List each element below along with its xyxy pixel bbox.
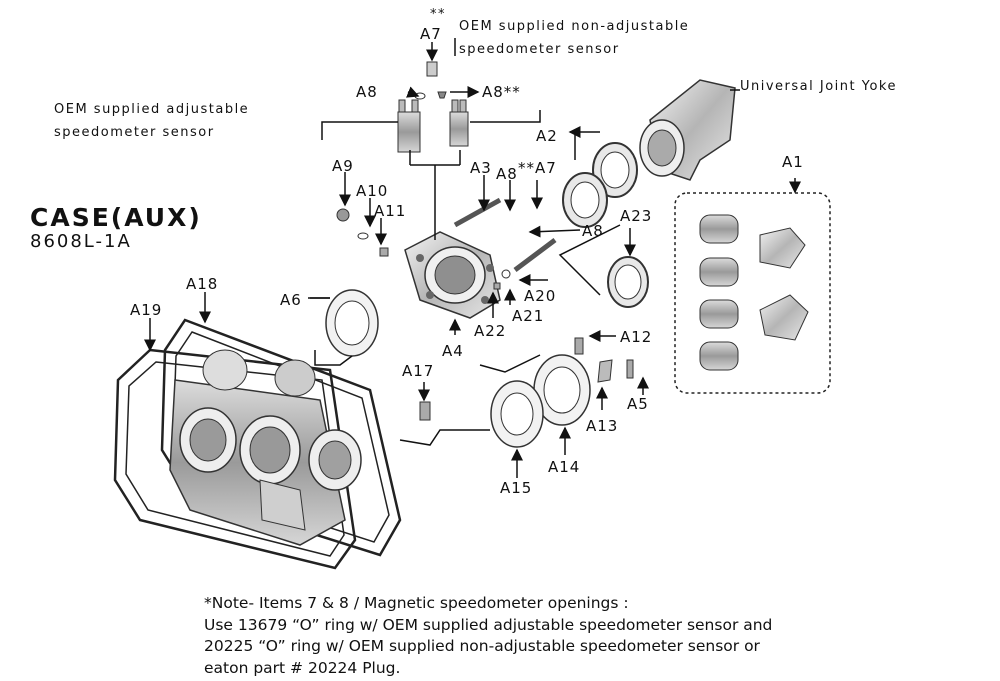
part-label-a9: A9 bbox=[332, 157, 354, 175]
footnote-line-4: eaton part # 20224 Plug. bbox=[204, 658, 401, 677]
footnote-line-3: 20225 “O” ring w/ OEM supplied non-adjus… bbox=[204, 637, 760, 655]
part-label-a10: A10 bbox=[356, 182, 389, 200]
part-label-a14: A14 bbox=[548, 458, 581, 476]
part-label-a18: A18 bbox=[186, 275, 219, 293]
small-hardware bbox=[336, 197, 557, 290]
part-label-a20: A20 bbox=[524, 287, 557, 305]
plates-a13-a15 bbox=[419, 337, 634, 448]
kit-box-a1 bbox=[674, 192, 831, 394]
leader-lines bbox=[144, 38, 801, 478]
oem-adjustable-label-line1: OEM supplied adjustable bbox=[54, 102, 250, 117]
diagram-subtitle: 8608L-1A bbox=[30, 231, 132, 252]
part-label-a22: A22 bbox=[474, 322, 507, 340]
oem-adjustable-label-line2: speedometer sensor bbox=[54, 125, 215, 140]
part-label-a17: A17 bbox=[402, 362, 435, 380]
part-label-a8-mid: A8 bbox=[496, 165, 518, 183]
diagram-title: CASE(AUX) bbox=[30, 203, 202, 232]
footnote-line-2: Use 13679 “O” ring w/ OEM supplied adjus… bbox=[204, 615, 773, 634]
sensor-parts-top bbox=[397, 61, 469, 153]
part-label-a3: A3 bbox=[470, 159, 492, 177]
seal-a2 bbox=[562, 142, 638, 228]
aux-case-housing bbox=[169, 349, 362, 546]
part-label-a7-top: A7 bbox=[420, 25, 442, 43]
cover-plate-a6 bbox=[325, 289, 379, 357]
oem-non-adjustable-label-line2: speedometer sensor bbox=[459, 42, 620, 57]
part-label-a8-left: A8 bbox=[356, 83, 378, 101]
part-label-a8-right: A8** bbox=[482, 83, 521, 101]
part-label-a15: A15 bbox=[500, 479, 533, 497]
footnote-line-1: *Note- Items 7 & 8 / Magnetic speedomete… bbox=[204, 594, 629, 612]
universal-joint-yoke bbox=[639, 79, 736, 181]
part-label-a11: A11 bbox=[374, 202, 407, 220]
part-label-a8-low: A8 bbox=[582, 222, 604, 240]
seal-a23 bbox=[607, 256, 649, 308]
part-label-a5: A5 bbox=[627, 395, 649, 413]
part-label-a21: A21 bbox=[512, 307, 545, 325]
part-label-a19: A19 bbox=[130, 301, 163, 319]
part-label-a13: A13 bbox=[586, 417, 619, 435]
part-label-a12: A12 bbox=[620, 328, 653, 346]
double-star-mark: ** bbox=[430, 7, 446, 22]
part-label-a2: A2 bbox=[536, 127, 558, 145]
oem-non-adjustable-label-line1: OEM supplied non-adjustable bbox=[459, 19, 690, 34]
part-label-a7-mid: **A7 bbox=[518, 159, 557, 177]
part-label-a4: A4 bbox=[442, 342, 464, 360]
part-label-a6: A6 bbox=[280, 291, 302, 309]
part-label-a1: A1 bbox=[782, 153, 804, 171]
housing-a4 bbox=[404, 231, 501, 319]
footnote: *Note- Items 7 & 8 / Magnetic speedomete… bbox=[204, 593, 772, 679]
universal-joint-yoke-label: Universal Joint Yoke bbox=[740, 79, 897, 94]
gasket-a19 bbox=[113, 348, 357, 570]
part-label-a23: A23 bbox=[620, 207, 653, 225]
